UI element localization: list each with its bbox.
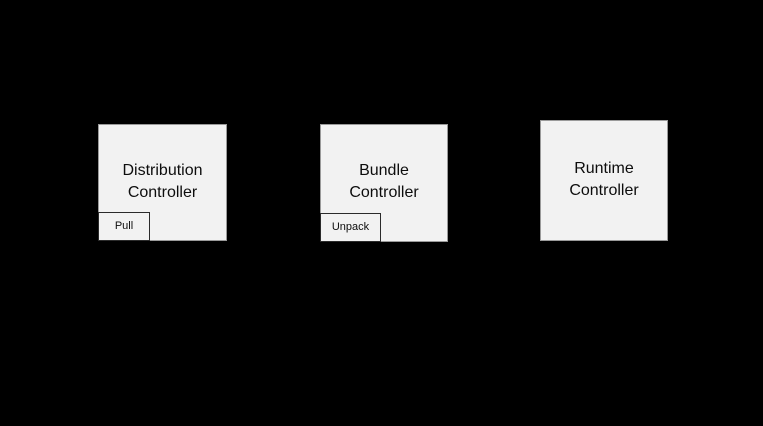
subnode-unpack-label: Unpack	[331, 221, 370, 233]
subnode-pull[interactable]: Pull	[98, 212, 150, 241]
node-runtime-controller[interactable]: Runtime Controller	[540, 120, 668, 241]
node-distribution-controller-title: Distribution Controller	[122, 161, 203, 201]
subnode-unpack[interactable]: Unpack	[320, 213, 381, 242]
node-runtime-controller-title: Runtime Controller	[569, 159, 639, 199]
subnode-pull-label: Pull	[114, 220, 134, 232]
node-bundle-controller-title: Bundle Controller	[349, 162, 419, 202]
